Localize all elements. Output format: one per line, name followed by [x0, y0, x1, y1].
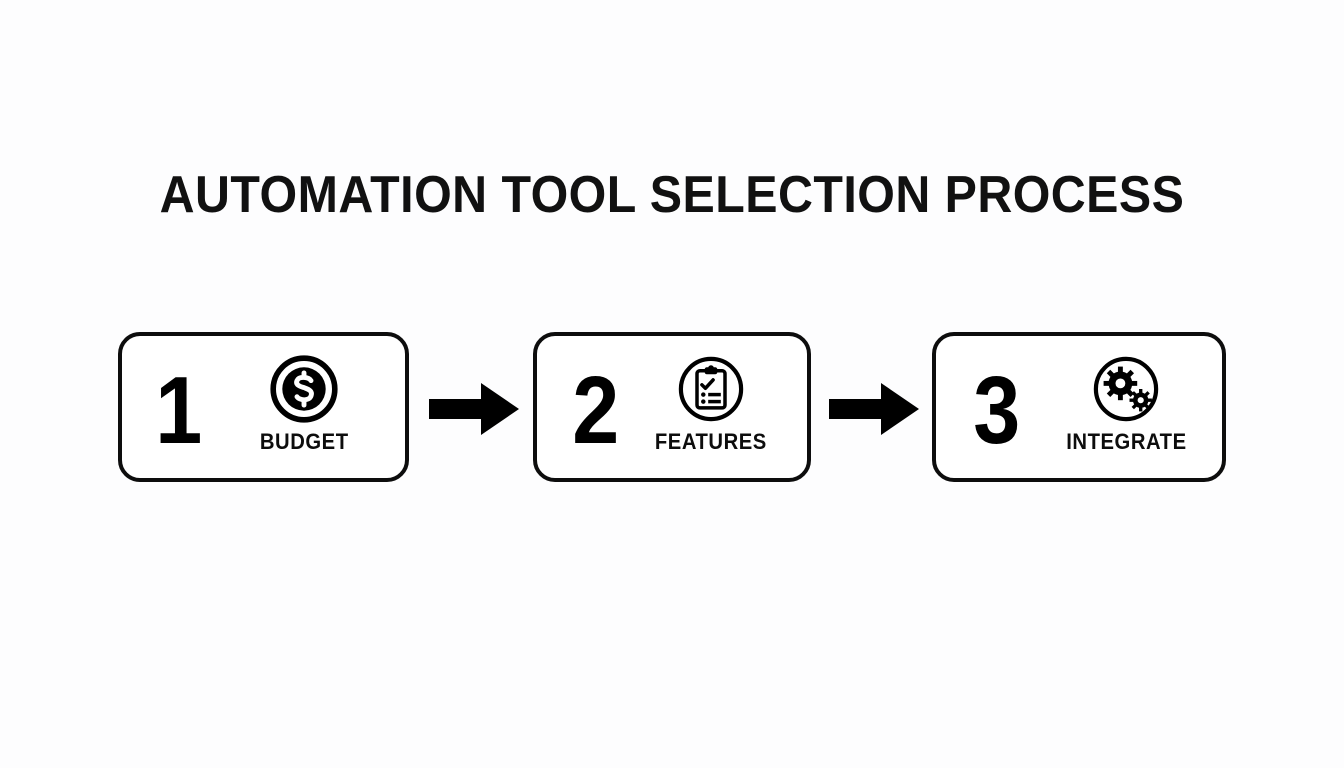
page-title: AUTOMATION TOOL SELECTION PROCESS	[159, 166, 1185, 224]
dollar-coin-icon	[269, 354, 339, 424]
gears-icon	[1091, 354, 1161, 424]
step-number-1: 1	[155, 357, 203, 464]
step-card-2[interactable]: 2 FEATURES	[533, 332, 811, 482]
process-flow: 1 BUDGET 2	[118, 332, 1226, 486]
step-label-1: BUDGET	[259, 429, 349, 454]
step-icon-block-2: FEATURES	[641, 354, 781, 454]
step-icon-block-3: INTEGRATE	[1056, 354, 1196, 454]
step-card-3[interactable]: 3	[932, 332, 1226, 482]
arrow-right-icon	[829, 383, 919, 435]
step-icon-block-1: BUDGET	[234, 354, 374, 454]
step-number-2: 2	[572, 357, 620, 464]
clipboard-checklist-icon	[676, 354, 746, 424]
step-label-2: FEATURES	[654, 429, 767, 454]
step-label-3: INTEGRATE	[1065, 429, 1187, 454]
step-card-1[interactable]: 1 BUDGET	[118, 332, 409, 482]
step-number-3: 3	[973, 357, 1021, 464]
arrow-right-icon	[429, 383, 519, 435]
